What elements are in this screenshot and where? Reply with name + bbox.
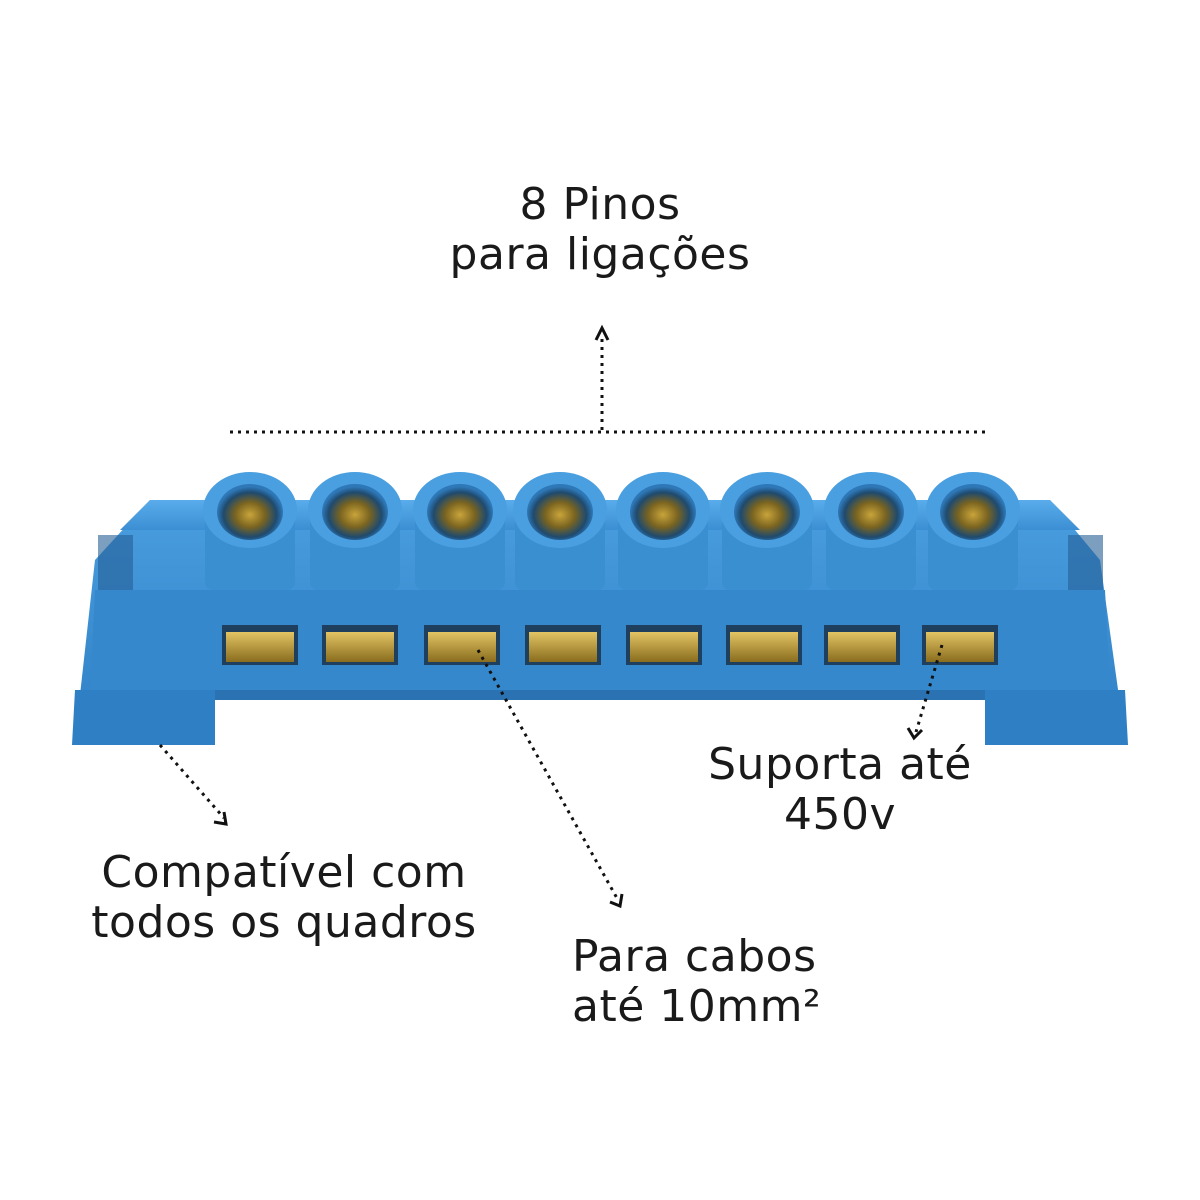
window-2 — [322, 625, 398, 665]
compat-label: Compatível com todos os quadros — [84, 848, 484, 948]
compat-label-line1: Compatível com — [101, 847, 467, 898]
window-3 — [424, 625, 500, 665]
pin-7 — [824, 472, 918, 590]
window-5 — [626, 625, 702, 665]
pin-4 — [513, 472, 607, 590]
window-1 — [222, 625, 298, 665]
pin-2 — [308, 472, 402, 590]
compat-label-line2: todos os quadros — [91, 897, 477, 948]
window-7 — [824, 625, 900, 665]
pin-1 — [203, 472, 297, 590]
cables-label-line2: até 10mm² — [572, 981, 822, 1032]
brass-windows — [222, 625, 998, 665]
pin-6 — [720, 472, 814, 590]
pin-3 — [413, 472, 507, 590]
arrow-cables-icon — [609, 893, 624, 909]
cables-label: Para cabos até 10mm² — [572, 932, 821, 1032]
window-4 — [525, 625, 601, 665]
pin-5 — [616, 472, 710, 590]
pins-label-line1: 8 Pinos — [519, 179, 681, 230]
pins-leader — [230, 335, 985, 434]
cables-label-line1: Para cabos — [572, 931, 817, 982]
arrow-compat-icon — [213, 811, 228, 826]
voltage-label-line1: Suporta até — [708, 739, 972, 790]
voltage-label: Suporta até 450v — [700, 740, 980, 840]
pins-label: 8 Pinos para ligações — [400, 180, 800, 280]
voltage-label-line2: 450v — [783, 789, 897, 840]
pins-label-line2: para ligações — [449, 229, 751, 280]
pin-cylinders — [203, 472, 1020, 590]
window-8 — [922, 625, 998, 665]
window-6 — [726, 625, 802, 665]
pin-8 — [926, 472, 1020, 590]
arrow-up-icon — [594, 324, 610, 341]
arrow-voltage-icon — [906, 727, 924, 741]
compat-leader — [158, 744, 226, 819]
